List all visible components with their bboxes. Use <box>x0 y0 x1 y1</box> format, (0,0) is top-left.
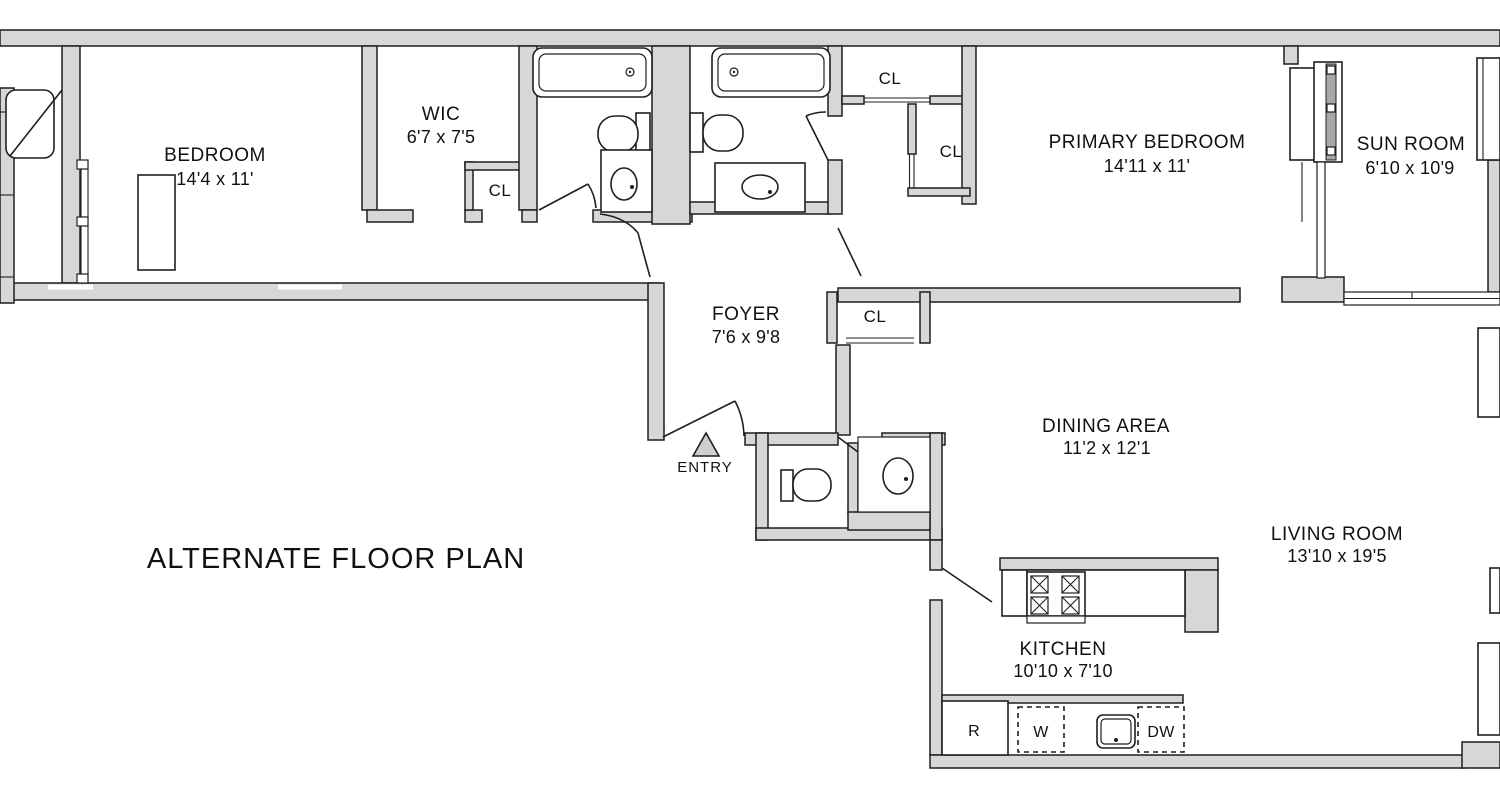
room-label-dining-area: DINING AREA <box>1042 416 1170 437</box>
room-dims-foyer: 7'6 x 9'8 <box>712 327 781 347</box>
refrigerator-box: R <box>941 700 1009 756</box>
dishwasher-box: DW <box>1137 706 1185 753</box>
toilet-icon <box>689 112 744 153</box>
bedroom-radiator <box>137 174 176 271</box>
stove-icon <box>1026 571 1086 624</box>
room-label-living-room: LIVING ROOM <box>1271 524 1403 545</box>
room-label-bedroom: BEDROOM <box>164 145 266 166</box>
page-title: ALTERNATE FLOOR PLAN <box>147 543 525 575</box>
room-label-sun-room: SUN ROOM <box>1357 134 1466 155</box>
room-dims-dining-area: 11'2 x 12'1 <box>1063 438 1151 458</box>
bathtub-icon <box>711 47 831 98</box>
room-dims-bedroom: 14'4 x 11' <box>176 169 254 189</box>
entry-label: ENTRY <box>677 459 733 476</box>
room-dims-wic: 6'7 x 7'5 <box>407 127 476 147</box>
walls <box>0 29 1500 769</box>
sunroom-right-window <box>1476 57 1500 161</box>
washer-label: W <box>1033 724 1049 741</box>
toilet-icon <box>597 112 651 154</box>
bathtub-icon <box>532 47 653 98</box>
sink-icon <box>857 436 931 513</box>
room-dims-kitchen: 10'10 x 7'10 <box>1013 661 1113 681</box>
door-swings <box>538 111 993 603</box>
closet-label-hall-upper: CL <box>879 69 902 88</box>
room-label-wic: WIC <box>422 104 460 125</box>
sunroom-bottom-window <box>1343 291 1500 306</box>
toilet-icon <box>780 468 832 502</box>
sink-icon <box>600 149 653 213</box>
room-dims-primary-bedroom: 14'11 x 11' <box>1104 156 1191 176</box>
closet-doors <box>846 97 930 344</box>
dishwasher-label: DW <box>1147 724 1175 741</box>
room-label-kitchen: KITCHEN <box>1020 639 1107 660</box>
room-dims-sun-room: 6'10 x 10'9 <box>1365 158 1454 178</box>
closet-label-wic: CL <box>489 181 512 200</box>
room-label-foyer: FOYER <box>712 304 780 325</box>
closet-label-foyer: CL <box>864 307 887 326</box>
bedroom-window <box>76 159 89 284</box>
living-room-radiators <box>1477 327 1500 736</box>
sunroom-door <box>1289 61 1343 279</box>
washer-box: W <box>1017 706 1065 753</box>
refrigerator-label: R <box>968 723 980 740</box>
room-label-primary-bedroom: PRIMARY BEDROOM <box>1049 132 1246 153</box>
entry-marker-icon <box>691 431 721 457</box>
sink-icon <box>714 162 806 213</box>
kitchen-sink-icon <box>1096 714 1136 749</box>
closet-label-hall-lower: CL <box>940 142 963 161</box>
room-dims-living-room: 13'10 x 19'5 <box>1287 546 1387 566</box>
left-bay-cropped <box>0 89 63 278</box>
